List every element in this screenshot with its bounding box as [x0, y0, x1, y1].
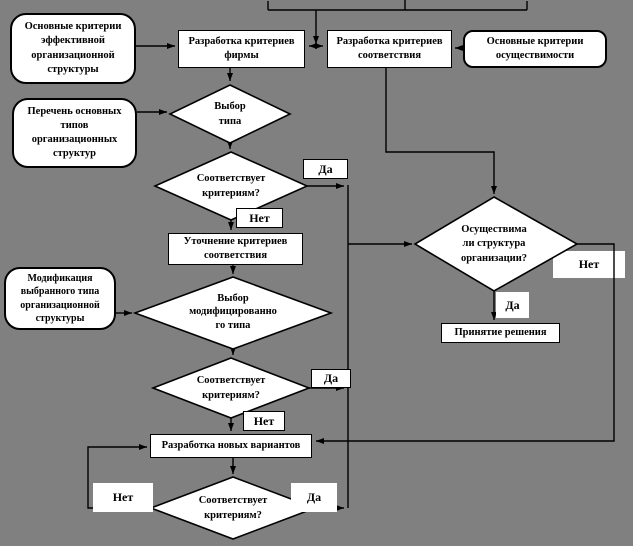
- label-yes-1: Да: [303, 159, 348, 179]
- label-yes-2: Да: [311, 369, 351, 388]
- node-develop-conformity-criteria: Разработка критериев соответствия: [327, 30, 452, 68]
- label-no-2: Нет: [243, 411, 285, 431]
- diamond-meets-criteria-2: [150, 357, 312, 419]
- diamond-text-meets-criteria-1: Соответствует критериям?: [196, 172, 266, 199]
- node-feasibility-criteria: Основные критерии осуществимости: [463, 30, 607, 68]
- diamond-meets-criteria-3: [148, 476, 318, 540]
- diamonds: [132, 84, 579, 540]
- diamond-meets-criteria-1: [153, 151, 309, 221]
- node-develop-firm-criteria: Разработка критериев фирмы: [178, 30, 305, 68]
- diamond-choose-modified: [132, 276, 334, 350]
- label-yes-feasible: Да: [496, 292, 529, 318]
- edges: [87, 0, 615, 511]
- node-decision: Принятие решения: [441, 323, 560, 343]
- diamond-text-meets-criteria-3: Соответствует критериям?: [198, 494, 268, 521]
- diamond-text-choose-type: Выбор типа: [214, 100, 246, 127]
- diamond-text-structure-feasible: Осуществима ли структура организации?: [460, 224, 528, 264]
- label-yes-3: Да: [291, 483, 337, 512]
- label-no-1: Нет: [236, 208, 283, 228]
- node-effective-criteria: Основные критерии эффективной организаци…: [10, 13, 136, 84]
- diamond-text-choose-modified: Выбор модифицированно го типа: [189, 292, 277, 331]
- diamond-text-meets-criteria-2: Соответствует критериям?: [196, 374, 266, 401]
- edge-conformity-to-feasible: [385, 68, 497, 194]
- diamond-structure-feasible: [413, 196, 579, 292]
- node-modification: Модификация выбранного типа организацион…: [4, 267, 116, 330]
- label-no-3: Нет: [93, 483, 153, 512]
- node-refine-criteria: Уточнение критериев соответствия: [168, 233, 303, 265]
- label-no-feasible: Нет: [553, 251, 625, 278]
- edge-feasible-no-to-variants: [316, 243, 615, 444]
- node-type-list: Перечень основных типов организационных …: [12, 98, 137, 168]
- node-develop-new-variants: Разработка новых вариантов: [150, 434, 312, 458]
- diamond-choose-type: [168, 84, 292, 144]
